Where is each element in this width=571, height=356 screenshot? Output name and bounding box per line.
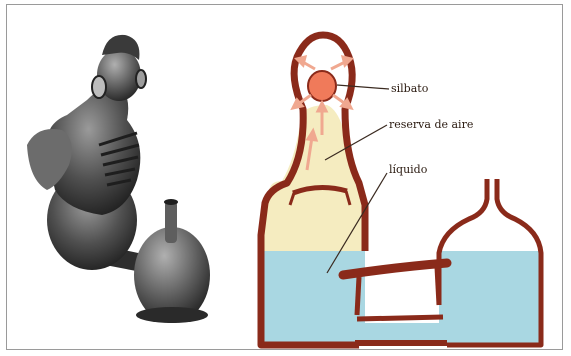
label-whistle: silbato <box>391 82 429 95</box>
photo-ear-spool-right <box>136 70 146 88</box>
whistling-vessel-photo <box>27 35 210 323</box>
air-reserve-fill <box>261 105 365 251</box>
label-liquid: líquido <box>389 163 428 176</box>
photo-ear-spool-left <box>92 76 106 98</box>
left-chamber-liquid <box>261 251 365 345</box>
photo-spout <box>165 201 177 243</box>
tube-liquid <box>357 323 447 341</box>
upper-bar-drop <box>357 277 359 315</box>
label-air-reserve: reserva de aire <box>389 118 473 131</box>
whistle-chamber <box>308 71 336 101</box>
whistling-vessel-figure: silbato reserva de aire líquido <box>7 5 564 351</box>
figure-frame: silbato reserva de aire líquido <box>6 4 563 350</box>
cross-section-diagram: silbato reserva de aire líquido <box>261 35 541 345</box>
photo-spout-rim <box>164 199 178 205</box>
tube-top-wall <box>357 317 443 319</box>
photo-vessel-base <box>136 307 208 323</box>
right-chamber-liquid <box>439 251 541 345</box>
